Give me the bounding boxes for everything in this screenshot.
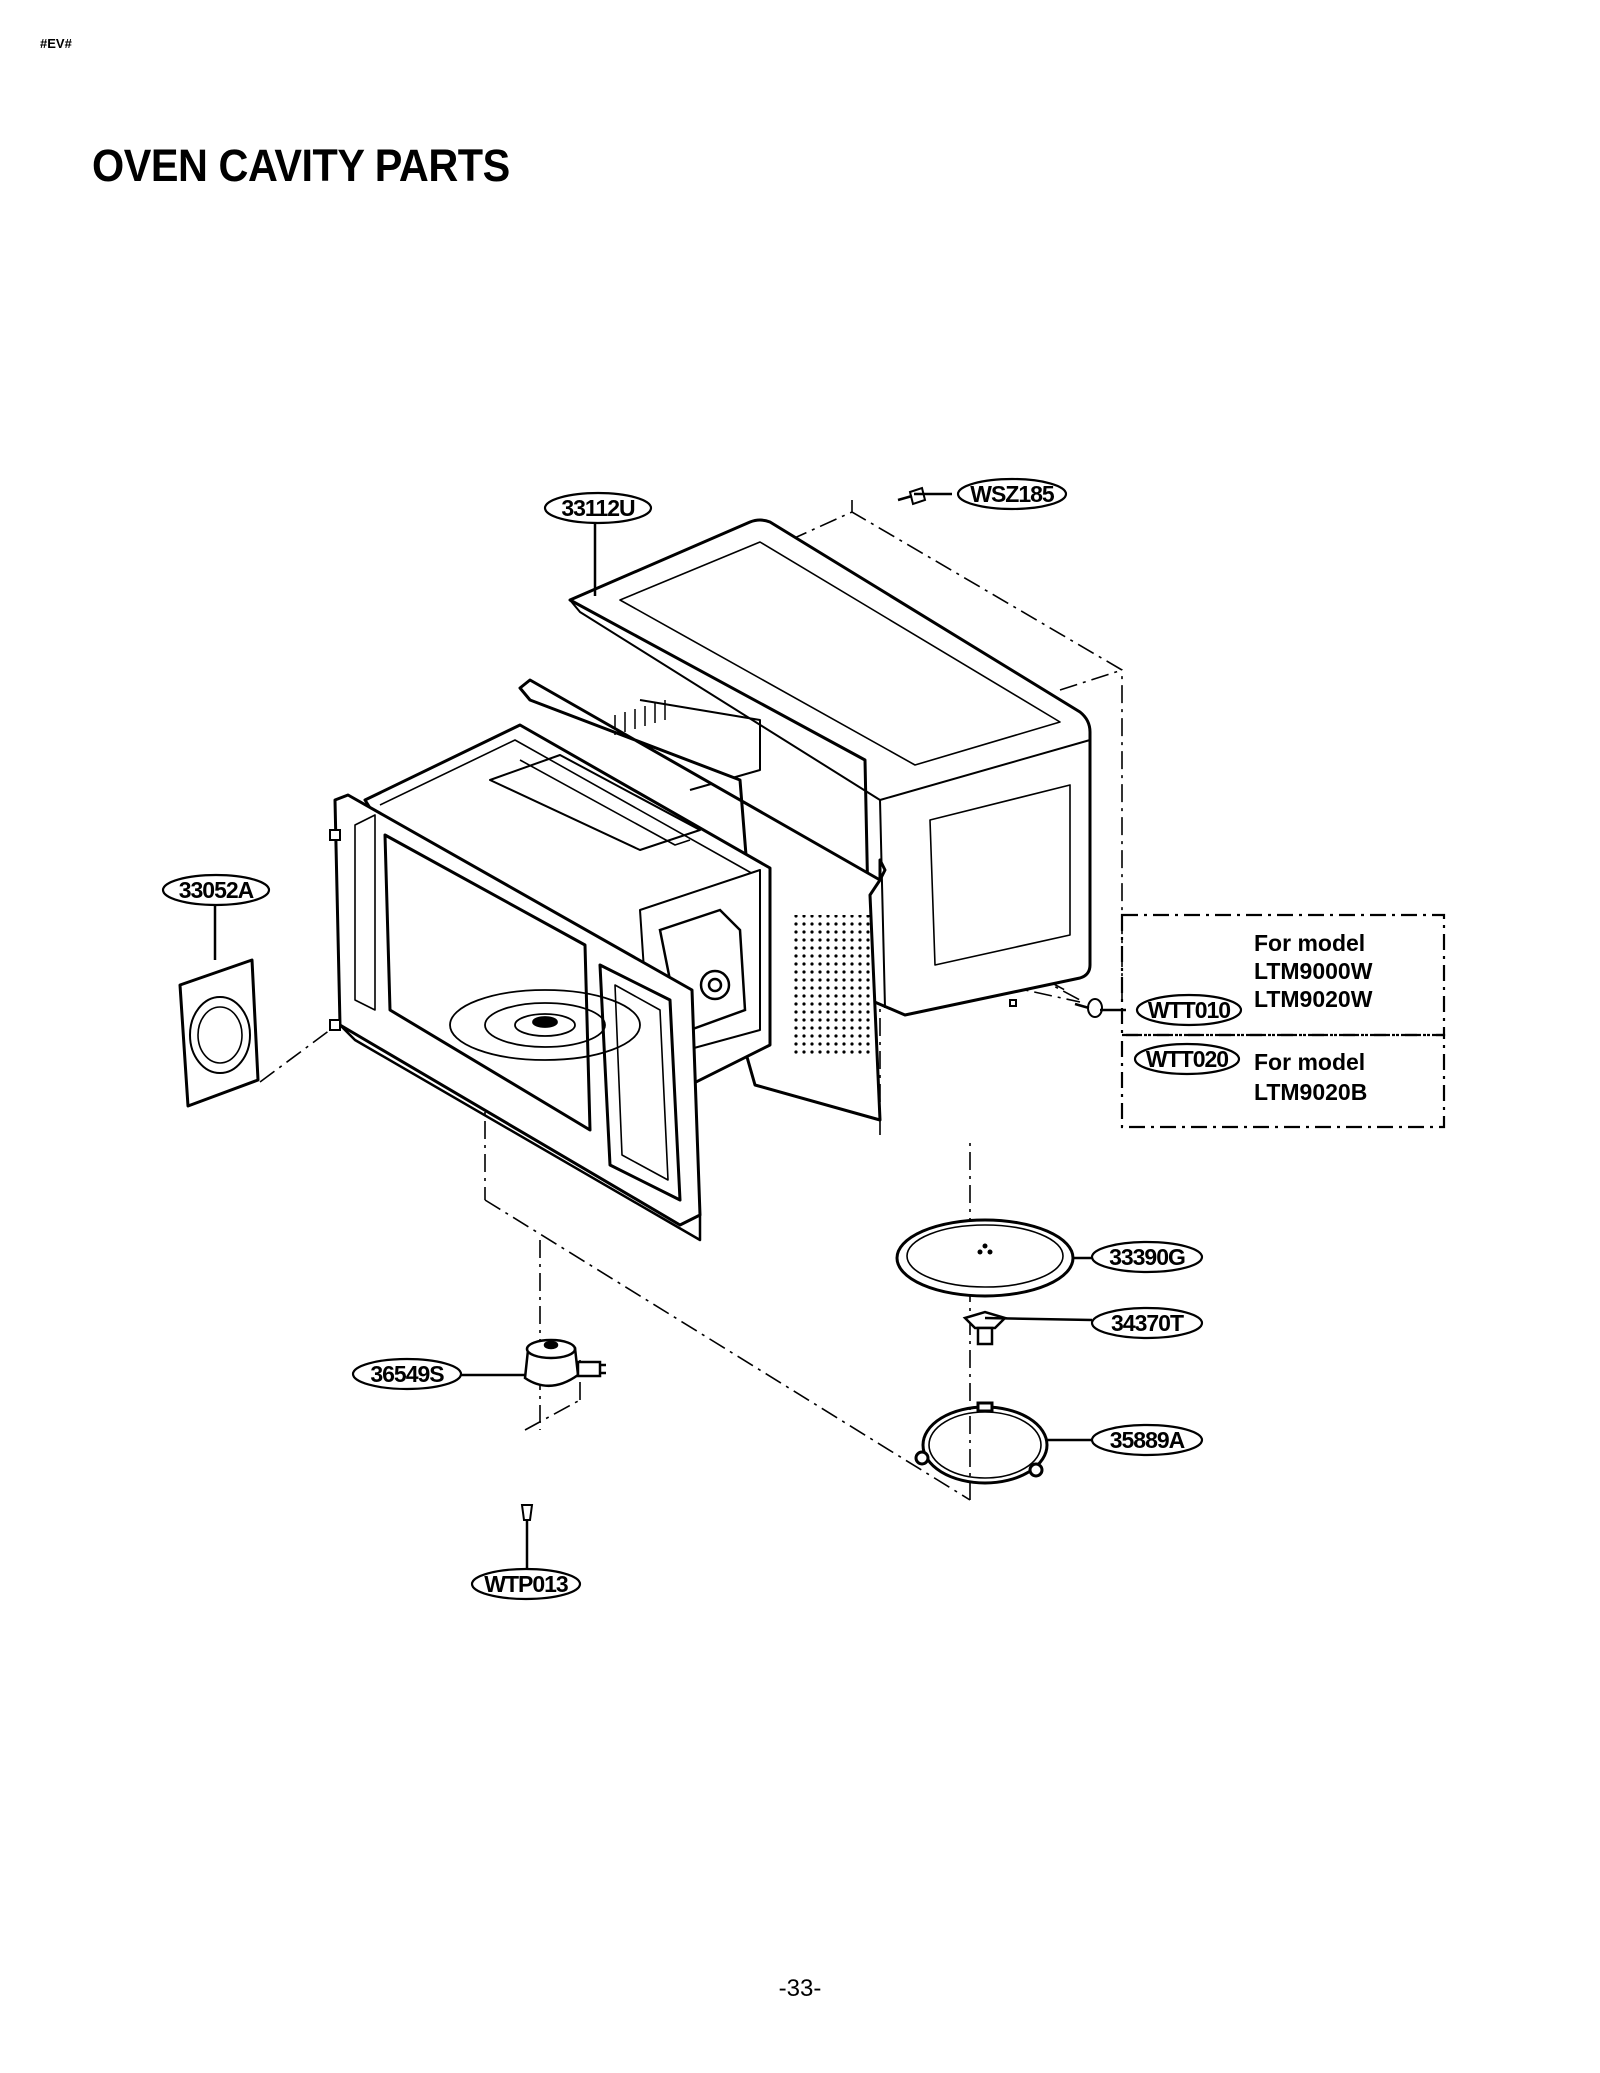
cabinet-vents bbox=[614, 700, 666, 735]
perforated-panel bbox=[790, 915, 870, 1055]
turntable-tray-drawing bbox=[895, 1218, 1075, 1298]
part-number: WTP013 bbox=[484, 1571, 568, 1597]
page-number: -33- bbox=[778, 1975, 822, 2002]
model-note-group-b: For model LTM9020B bbox=[1254, 1049, 1367, 1105]
cavity-turntable bbox=[449, 989, 641, 1061]
model-note-group-a: For model LTM9000W LTM9020W bbox=[1254, 930, 1373, 1012]
part-number: WTT010 bbox=[1148, 997, 1230, 1023]
part-number: WTT020 bbox=[1146, 1046, 1228, 1072]
note-line: LTM9020W bbox=[1254, 986, 1373, 1012]
part-label-33390G[interactable]: 33390G bbox=[1090, 1240, 1204, 1274]
note-line: For model bbox=[1254, 1049, 1365, 1075]
note-line: LTM9020B bbox=[1254, 1079, 1367, 1105]
document-code: #EV# bbox=[40, 36, 72, 51]
part-label-35889A[interactable]: 35889A bbox=[1090, 1423, 1204, 1457]
leader-lines bbox=[213, 492, 1126, 1568]
part-number: WSZ185 bbox=[970, 481, 1055, 507]
part-label-WTP013[interactable]: WTP013 bbox=[470, 1567, 582, 1601]
note-line: LTM9000W bbox=[1254, 958, 1373, 984]
part-number: 33112U bbox=[561, 495, 635, 521]
part-label-WSZ185[interactable]: WSZ185 bbox=[956, 477, 1068, 511]
frame-tabs bbox=[329, 829, 1017, 1031]
part-label-36549S[interactable]: 36549S bbox=[351, 1357, 463, 1391]
part-label-34370T[interactable]: 34370T bbox=[1090, 1306, 1204, 1340]
front-frame-drawing bbox=[333, 793, 702, 1242]
part-label-33112U[interactable]: 33112U bbox=[543, 491, 653, 525]
note-line: For model bbox=[1254, 930, 1365, 956]
screw-drawings bbox=[520, 486, 1103, 1540]
turntable-motor-drawing bbox=[523, 1338, 606, 1387]
part-number: 34370T bbox=[1111, 1310, 1184, 1336]
label-plate-drawing bbox=[178, 958, 260, 1108]
part-label-WTT020[interactable]: WTT020 bbox=[1133, 1042, 1241, 1076]
part-number: 36549S bbox=[370, 1361, 444, 1387]
coupler-drawing bbox=[962, 1310, 1008, 1346]
roller-ring-drawing bbox=[914, 1401, 1049, 1485]
page-title: OVEN CAVITY PARTS bbox=[92, 140, 510, 191]
part-number: 33052A bbox=[179, 877, 254, 903]
part-number: 35889A bbox=[1110, 1427, 1185, 1453]
part-number: 33390G bbox=[1109, 1244, 1185, 1270]
part-label-WTT010[interactable]: WTT010 bbox=[1135, 993, 1243, 1027]
part-label-33052A[interactable]: 33052A bbox=[161, 873, 271, 907]
model-note-boxes bbox=[1120, 913, 1446, 1129]
